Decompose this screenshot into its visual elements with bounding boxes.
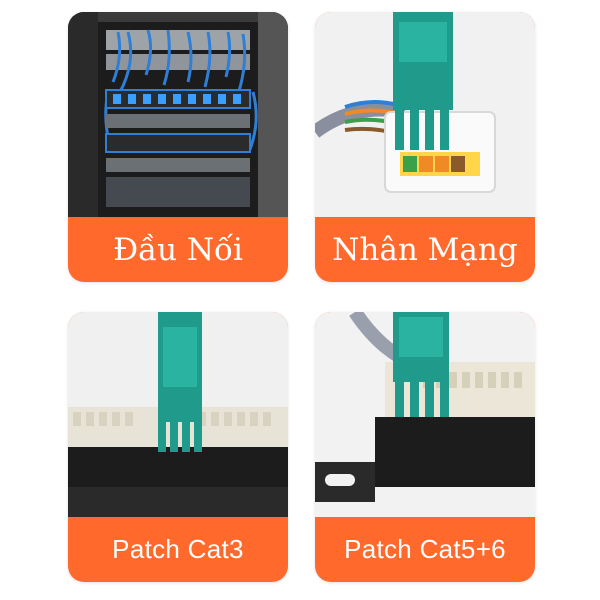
card-nhan-mang[interactable]: Nhân Mạng bbox=[315, 12, 535, 282]
card-patch-cat3[interactable]: Patch Cat3 bbox=[68, 312, 288, 582]
card-label: Đầu Nối bbox=[113, 231, 243, 268]
card-label: Nhân Mạng bbox=[332, 231, 518, 268]
card-patch-cat56[interactable]: Patch Cat5+6 bbox=[315, 312, 535, 582]
keystone-tool-photo bbox=[315, 12, 535, 217]
card-label: Patch Cat5+6 bbox=[344, 534, 506, 564]
card-label: Patch Cat3 bbox=[112, 534, 244, 564]
patch-cat56-photo bbox=[315, 312, 535, 517]
patch-cat3-photo bbox=[68, 312, 288, 517]
rack-photo bbox=[68, 12, 288, 217]
card-dau-noi[interactable]: Đầu Nối bbox=[68, 12, 288, 282]
